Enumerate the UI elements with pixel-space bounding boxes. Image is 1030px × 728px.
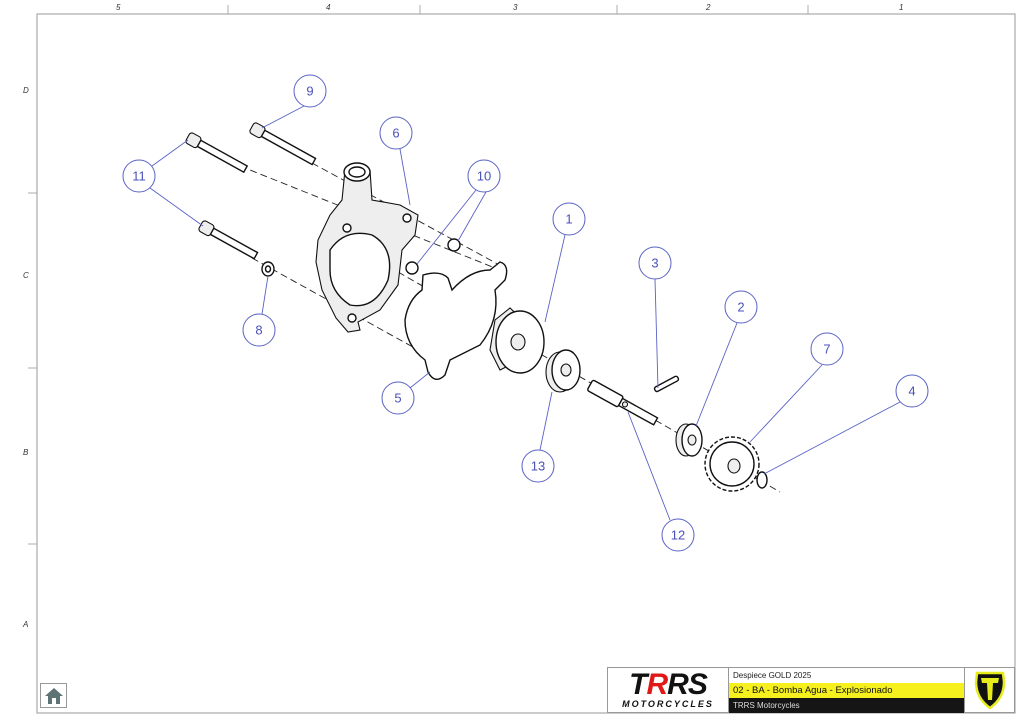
balloon-1: 1 [552,202,586,236]
drawing-frame [36,13,1016,714]
home-icon [44,687,63,704]
balloon-4: 4 [895,374,929,408]
svg-text:4: 4 [908,384,915,399]
balloon-3: 3 [638,246,672,280]
svg-text:10: 10 [477,169,491,184]
svg-text:1: 1 [565,212,572,227]
trrs-logo: TRRS MOTORCYCLES [608,668,729,712]
balloon-13: 13 [521,449,555,483]
column-label: 2 [705,3,711,12]
balloon-2: 2 [724,290,758,324]
title-block: TRRS MOTORCYCLES Despiece GOLD 2025 02 -… [607,667,1015,713]
trrs-emblem-icon [965,668,1014,712]
column-label: 1 [899,3,903,12]
parts [185,122,768,492]
balloon-8: 8 [242,313,276,347]
row-label: D [23,86,29,95]
svg-text:9: 9 [306,84,313,99]
balloon-10: 10 [467,159,501,193]
svg-text:3: 3 [651,256,658,271]
gasket-part [404,261,508,380]
pump-cover-part [315,162,419,333]
svg-text:5: 5 [394,391,401,406]
home-button[interactable] [40,683,67,708]
svg-text:12: 12 [671,528,685,543]
leader-lines [149,105,901,521]
balloon-11: 11 [122,159,156,193]
gear-part [704,436,760,492]
svg-text:2: 2 [737,300,744,315]
title-line-drawing: 02 - BA - Bomba Agua - Explosionado [729,683,964,698]
column-label: 4 [326,3,331,12]
balloon-6: 6 [379,116,413,150]
column-label: 5 [116,3,121,12]
row-label: A [22,620,28,629]
svg-text:6: 6 [392,126,399,141]
column-label: 3 [513,3,518,12]
bolt-part [198,220,259,260]
frame-ticks [28,5,809,545]
svg-text:7: 7 [823,342,830,357]
row-label: B [23,448,29,457]
impeller-part [489,307,545,374]
svg-text:8: 8 [255,323,262,338]
balloon-7: 7 [810,332,844,366]
bolt-part [249,122,317,166]
balloon-9: 9 [293,74,327,108]
svg-text:11: 11 [132,169,146,184]
row-label: C [23,271,29,280]
svg-text:13: 13 [531,459,545,474]
balloon-5: 5 [381,381,415,415]
bolt-part [185,132,249,174]
title-line-company: TRRS Motorcycles [729,698,964,713]
title-line-project: Despiece GOLD 2025 [729,668,964,683]
balloon-12: 12 [661,518,695,552]
shaft-part [587,379,659,426]
